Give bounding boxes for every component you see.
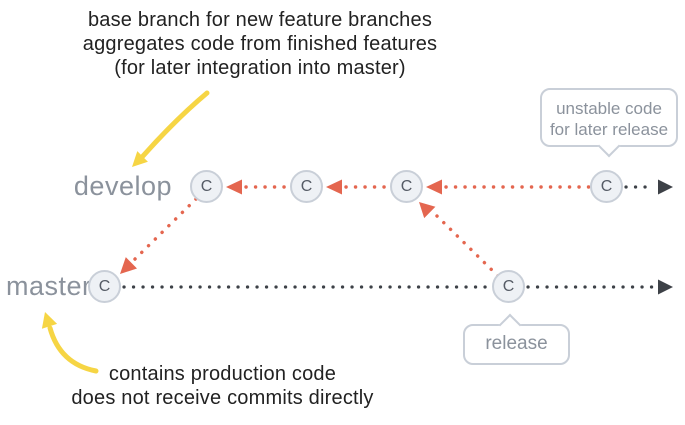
master-note: contains production code does not receiv… [25, 362, 420, 410]
develop-commit-node: C [390, 170, 423, 203]
develop-note-line: base branch for new feature branches [87, 9, 433, 31]
diagonal-arrowhead-icon [120, 257, 137, 274]
merge-into-develop-link [435, 214, 500, 278]
master-release-commit-node: C [492, 270, 525, 303]
develop-commit-node: C [590, 170, 623, 203]
master-commit-node: C [88, 270, 121, 303]
master-note-line: contains production code [108, 363, 337, 385]
left-arrowhead-icon [426, 179, 442, 195]
unstable-callout-line: unstable code [556, 99, 662, 118]
yellow-arrow-to-develop [140, 90, 210, 159]
left-arrowhead-icon [326, 179, 342, 195]
release-callout: release [463, 313, 570, 365]
right-arrowhead-icon [658, 279, 673, 295]
commit-letter: C [300, 177, 313, 195]
yellow-arrow-to-master [47, 325, 99, 374]
develop-commit-node: C [290, 170, 323, 203]
develop-note: base branch for new feature branches agg… [40, 8, 480, 80]
diagonal-arrowhead-icon [419, 202, 436, 219]
master-branch-label: master [6, 271, 92, 301]
right-arrowhead-icon [658, 179, 673, 195]
left-arrowhead-icon [226, 179, 242, 195]
yellow-arrowhead-icon [132, 151, 148, 167]
develop-commit-node: C [190, 170, 223, 203]
unstable-callout-line: for later release [549, 120, 669, 139]
release-callout-label: release [485, 333, 548, 354]
develop-note-line: aggregates code from finished features [82, 33, 438, 55]
commit-letter: C [502, 277, 515, 295]
yellow-arrowhead-icon [41, 312, 58, 329]
branch-from-master-link [132, 197, 198, 262]
unstable-code-callout: unstable code for later release [540, 88, 678, 158]
commit-letter: C [600, 177, 613, 195]
commit-letter: C [98, 277, 111, 295]
master-note-line: does not receive commits directly [71, 387, 374, 409]
commit-letter: C [400, 177, 413, 195]
develop-branch-label: develop [73, 171, 172, 201]
develop-note-line: (for later integration into master) [114, 57, 406, 79]
commit-letter: C [200, 177, 213, 195]
